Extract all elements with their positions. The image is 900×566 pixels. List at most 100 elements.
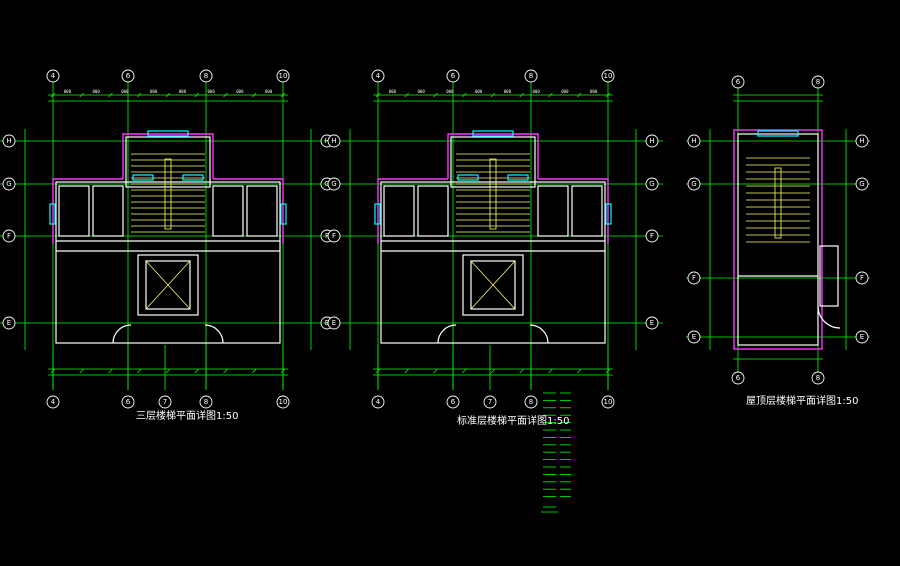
tick xyxy=(194,368,200,374)
window xyxy=(132,174,154,181)
room xyxy=(571,185,603,237)
axis-bubble xyxy=(2,229,16,243)
axis-label: 4 xyxy=(376,398,381,406)
tick xyxy=(548,368,553,374)
dim-text: 000 xyxy=(533,89,541,94)
dim-text: 000 xyxy=(179,89,187,94)
axis-label: H xyxy=(6,137,11,145)
axis-bubble xyxy=(2,177,16,191)
dim-text: 000 xyxy=(446,89,454,94)
axis-label: E xyxy=(332,319,336,327)
axis-label: 6 xyxy=(451,398,456,406)
tick xyxy=(136,368,142,374)
elevator-shaft xyxy=(470,260,516,310)
dim-text: 000 xyxy=(64,89,72,94)
wing-outline xyxy=(213,178,284,244)
tick xyxy=(50,92,56,98)
axis-bubble xyxy=(855,177,869,191)
outer-wall xyxy=(55,181,281,344)
window xyxy=(605,203,612,225)
axis-bubble xyxy=(446,69,460,83)
door-swing xyxy=(529,324,549,344)
dim-text: 000 xyxy=(265,89,273,94)
axis-label: E xyxy=(692,333,696,341)
door-swing xyxy=(817,305,841,329)
axis-bubble xyxy=(731,75,745,89)
dim-text: 000 xyxy=(418,89,426,94)
axis-bubble xyxy=(483,395,497,409)
axis-label: 7 xyxy=(488,398,492,406)
axis-label: 8 xyxy=(204,398,208,406)
window xyxy=(147,130,189,137)
roof-wall xyxy=(737,133,819,346)
elevator-shaft xyxy=(145,260,191,310)
axis-label: 10 xyxy=(279,398,288,406)
dim-text: 000 xyxy=(236,89,244,94)
elevator-wall xyxy=(137,254,199,316)
axis-label: H xyxy=(859,137,864,145)
axis-label: 8 xyxy=(529,72,533,80)
stair-wall xyxy=(125,136,211,188)
axis-bubble xyxy=(327,177,341,191)
axis-bubble xyxy=(446,395,460,409)
title-roof-level: 屋顶层楼梯平面详图1:50 xyxy=(746,396,859,407)
wing-outline xyxy=(52,178,123,244)
axis-bubble xyxy=(276,395,290,409)
tick xyxy=(108,92,113,98)
axis-bubble xyxy=(371,69,385,83)
axis-label: F xyxy=(332,232,336,240)
axis-bubble xyxy=(687,134,701,148)
axis-bubble xyxy=(687,330,701,344)
tick xyxy=(490,368,496,374)
tick xyxy=(165,92,171,98)
room xyxy=(537,185,569,237)
door-swing xyxy=(204,324,224,344)
window xyxy=(280,203,287,225)
elevator-x xyxy=(470,260,516,310)
room xyxy=(92,185,124,237)
tick xyxy=(223,92,228,98)
axis-bubble xyxy=(855,271,869,285)
room xyxy=(383,185,415,237)
axis-bubble xyxy=(371,395,385,409)
axis-label: E xyxy=(650,319,654,327)
axis-label: 6 xyxy=(736,374,741,382)
axis-label: 8 xyxy=(816,78,820,86)
core-outline xyxy=(447,133,539,179)
tick xyxy=(548,92,553,98)
tick xyxy=(404,92,410,98)
tick xyxy=(136,92,142,98)
door-swing xyxy=(112,324,132,344)
axis-label: 6 xyxy=(451,72,456,80)
axis-bubble xyxy=(327,316,341,330)
axis-bubble xyxy=(855,134,869,148)
wing-outline xyxy=(538,178,609,244)
stair-handrail xyxy=(489,158,497,230)
tick xyxy=(433,368,438,374)
axis-label: 8 xyxy=(529,398,533,406)
window xyxy=(757,130,799,137)
dim-text: 000 xyxy=(590,89,598,94)
axis-bubble xyxy=(524,69,538,83)
axis-label: 10 xyxy=(604,72,613,80)
axis-label: 6 xyxy=(126,398,131,406)
tick xyxy=(251,92,257,98)
room xyxy=(212,185,244,237)
axis-label: G xyxy=(331,180,336,188)
axis-label: F xyxy=(860,274,864,282)
axis-bubble xyxy=(645,316,659,330)
axis-bubble xyxy=(276,69,290,83)
axis-bubble xyxy=(199,395,213,409)
axis-bubble xyxy=(121,395,135,409)
axis-bubble xyxy=(731,371,745,385)
axis-label: 8 xyxy=(816,374,820,382)
axis-bubble xyxy=(601,69,615,83)
axis-bubble xyxy=(645,177,659,191)
axis-label: 10 xyxy=(604,398,613,406)
tick xyxy=(519,92,525,98)
axis-label: E xyxy=(860,333,864,341)
tick xyxy=(576,368,582,374)
